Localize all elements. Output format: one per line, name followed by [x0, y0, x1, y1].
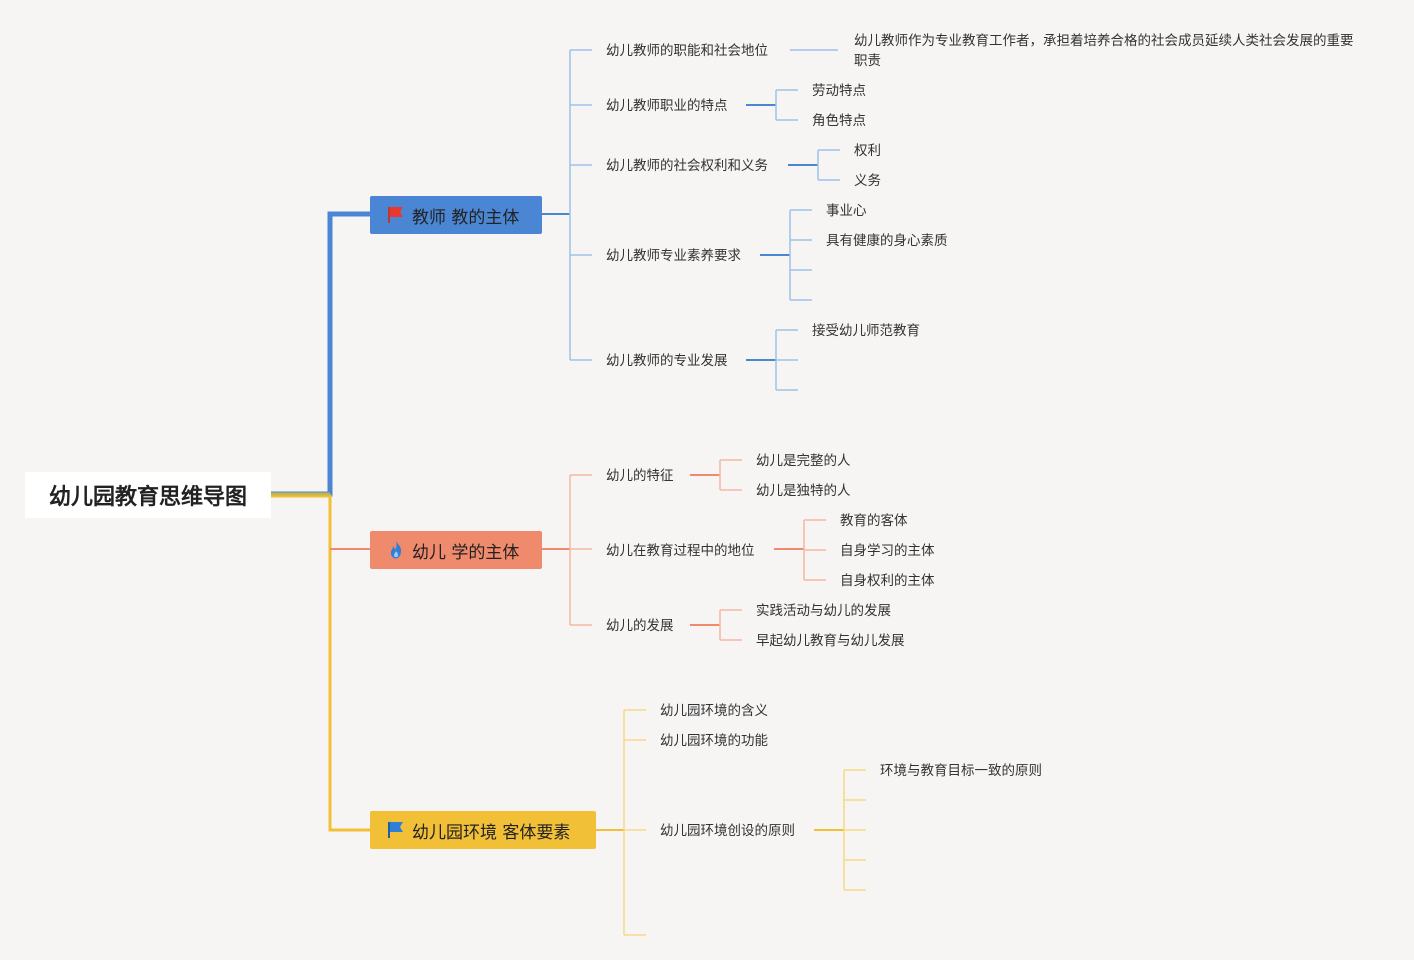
- subtopic-early-edu-dev[interactable]: 早起幼儿教育与幼儿发展: [756, 633, 905, 649]
- red-flag-icon: [386, 205, 406, 225]
- branch-child[interactable]: 幼儿 学的主体: [370, 531, 542, 569]
- subtopic-object-of-edu[interactable]: 教育的客体: [840, 513, 908, 529]
- subtopic-rights[interactable]: 权利: [854, 143, 881, 159]
- topic-teacher-rights[interactable]: 幼儿教师的社会权利和义务: [606, 158, 768, 174]
- subtopic-labor-features[interactable]: 劳动特点: [812, 83, 866, 99]
- subtopic-subject-rights[interactable]: 自身权利的主体: [840, 573, 935, 589]
- subtopic-subject-learning[interactable]: 自身学习的主体: [840, 543, 935, 559]
- topic-env-meaning[interactable]: 幼儿园环境的含义: [660, 703, 768, 719]
- topic-env-principles[interactable]: 幼儿园环境创设的原则: [660, 823, 795, 839]
- branch-environment[interactable]: 幼儿园环境 客体要素: [370, 811, 596, 849]
- subtopic-complete-person[interactable]: 幼儿是完整的人: [756, 453, 851, 469]
- subtopic-health[interactable]: 具有健康的身心素质: [826, 233, 948, 249]
- connector-root-env: [271, 494, 370, 832]
- connector-root-teacher: [271, 211, 370, 497]
- subtopic-unique-person[interactable]: 幼儿是独特的人: [756, 483, 851, 499]
- topic-child-traits[interactable]: 幼儿的特征: [606, 468, 674, 484]
- branch-teacher[interactable]: 教师 教的主体: [370, 196, 542, 234]
- subtopic-teacher-role-desc[interactable]: 幼儿教师作为专业教育工作者，承担着培养合格的社会成员延续人类社会发展的重要职责: [854, 33, 1354, 69]
- topic-child-development[interactable]: 幼儿的发展: [606, 618, 674, 634]
- branch-teacher-label: 教师 教的主体: [412, 207, 520, 228]
- subtopic-role-features[interactable]: 角色特点: [812, 113, 866, 129]
- subtopic-normal-education[interactable]: 接受幼儿师范教育: [812, 323, 920, 339]
- subtopic-dedication[interactable]: 事业心: [826, 203, 867, 219]
- subtopic-practice-dev[interactable]: 实践活动与幼儿的发展: [756, 603, 891, 619]
- subtopic-duties[interactable]: 义务: [854, 173, 881, 189]
- fire-icon: [386, 540, 406, 560]
- topic-env-function[interactable]: 幼儿园环境的功能: [660, 733, 768, 749]
- topic-teacher-role[interactable]: 幼儿教师的职能和社会地位: [606, 43, 768, 59]
- subtopic-env-goal-principle[interactable]: 环境与教育目标一致的原则: [880, 763, 1042, 779]
- topic-child-status[interactable]: 幼儿在教育过程中的地位: [606, 543, 755, 559]
- topic-teacher-development[interactable]: 幼儿教师的专业发展: [606, 353, 728, 369]
- root-topic[interactable]: 幼儿园教育思维导图: [25, 472, 271, 518]
- branch-child-label: 幼儿 学的主体: [412, 542, 520, 563]
- branch-environment-label: 幼儿园环境 客体要素: [412, 822, 571, 843]
- topic-teacher-quality[interactable]: 幼儿教师专业素养要求: [606, 248, 741, 264]
- blue-flag-icon: [386, 820, 406, 840]
- topic-teacher-features[interactable]: 幼儿教师职业的特点: [606, 98, 728, 114]
